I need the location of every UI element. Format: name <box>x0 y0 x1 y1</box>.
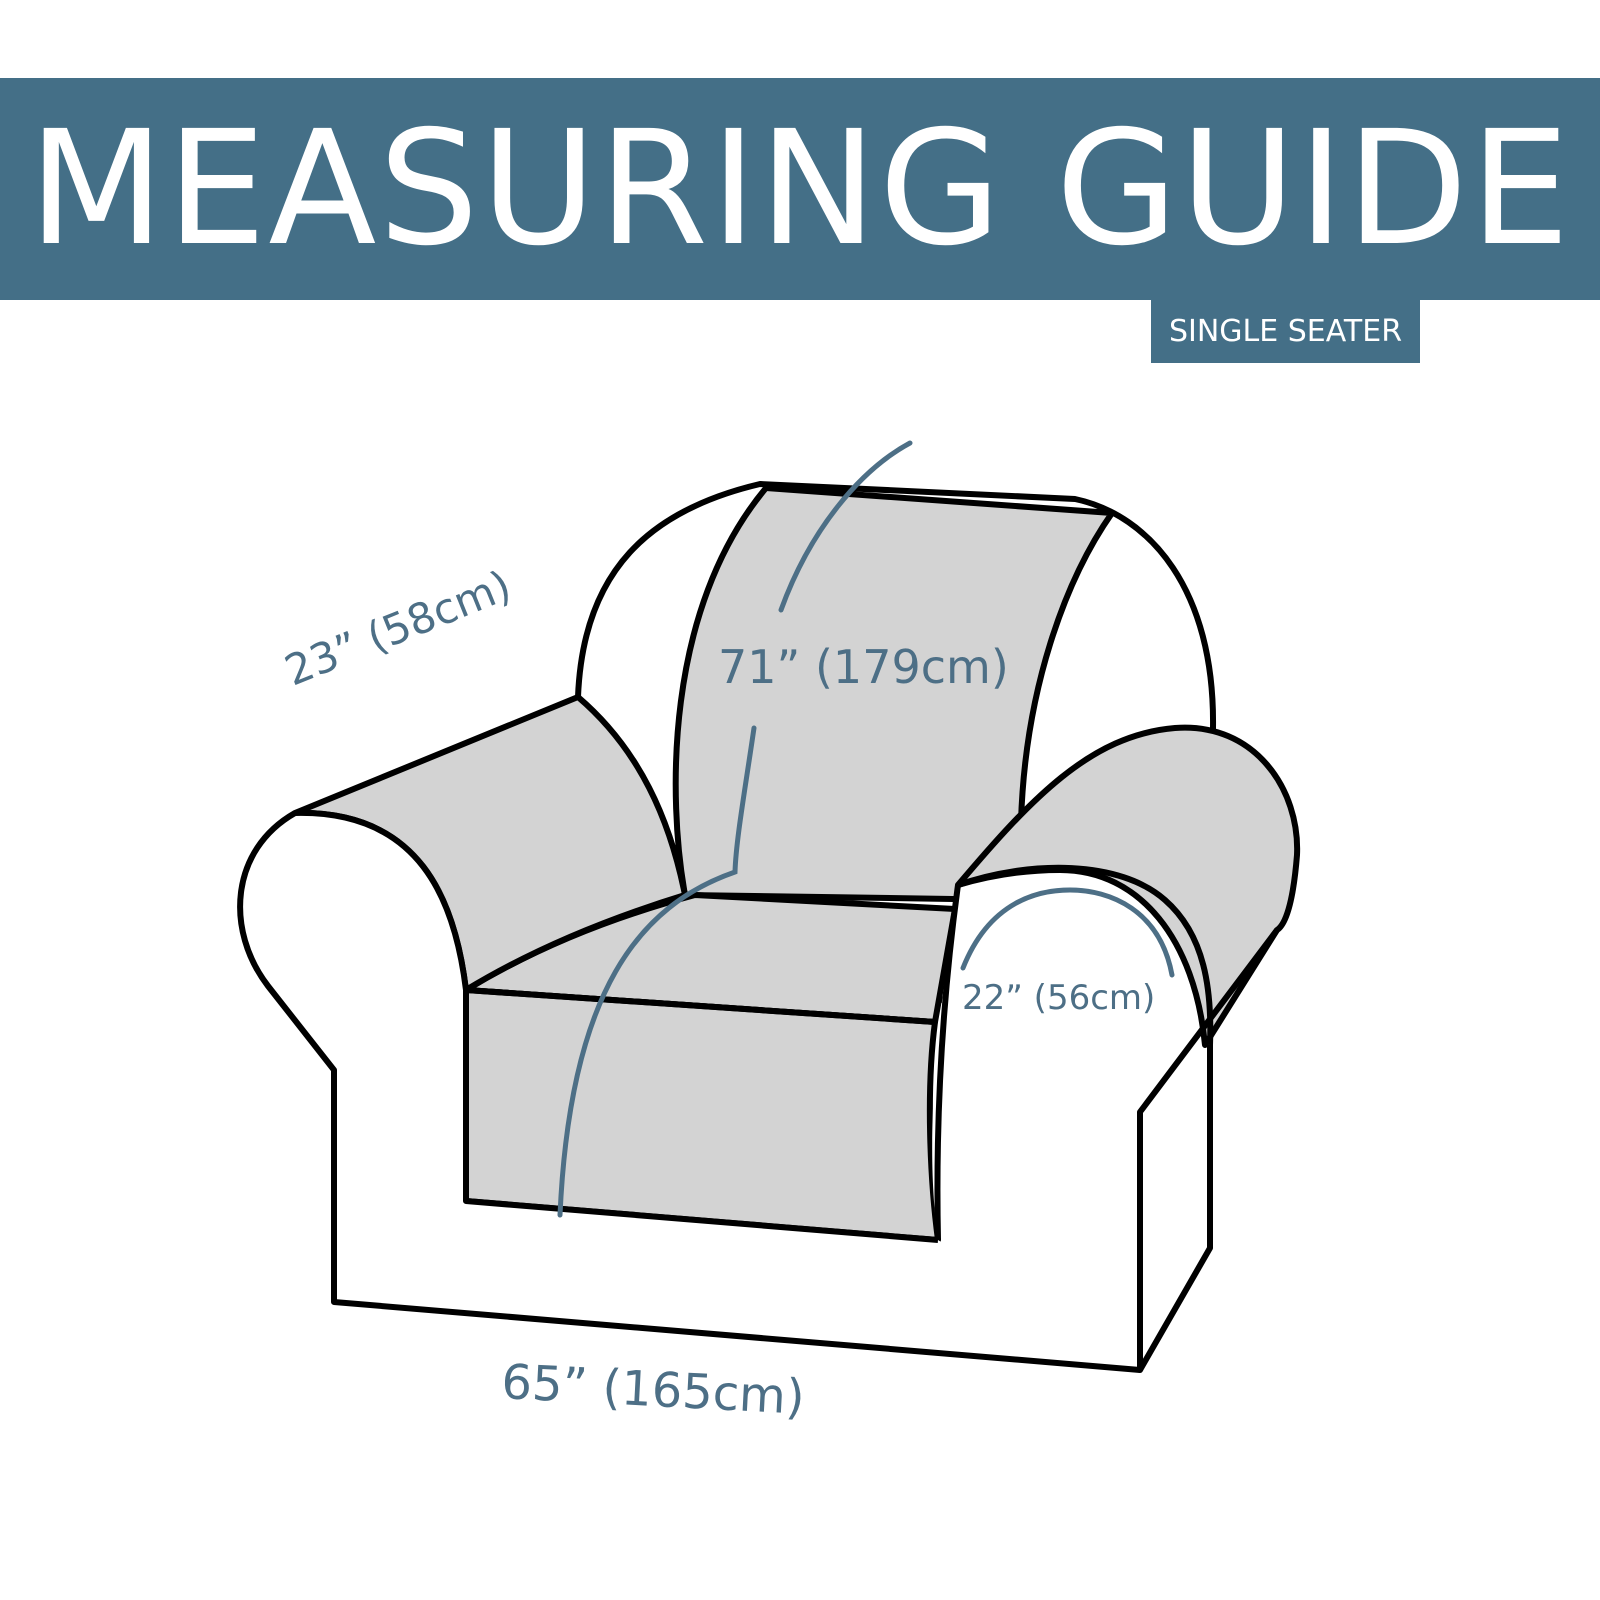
header-banner: MEASURING GUIDE <box>0 78 1600 300</box>
seat-front-panel <box>463 987 941 1243</box>
page-title: MEASURING GUIDE <box>28 97 1572 281</box>
right-arm-side <box>932 865 1225 1370</box>
back-height-line-upper <box>778 440 913 613</box>
arm-width-arc <box>960 887 1175 978</box>
left-arm-front <box>240 812 1140 1370</box>
back-height-line-lower <box>557 725 757 1218</box>
arm-width-label: 22” (56cm) <box>962 978 1156 1018</box>
back-height-label: 71” (179cm) <box>718 640 1009 694</box>
single-seater-badge: SINGLE SEATER <box>1151 300 1420 363</box>
